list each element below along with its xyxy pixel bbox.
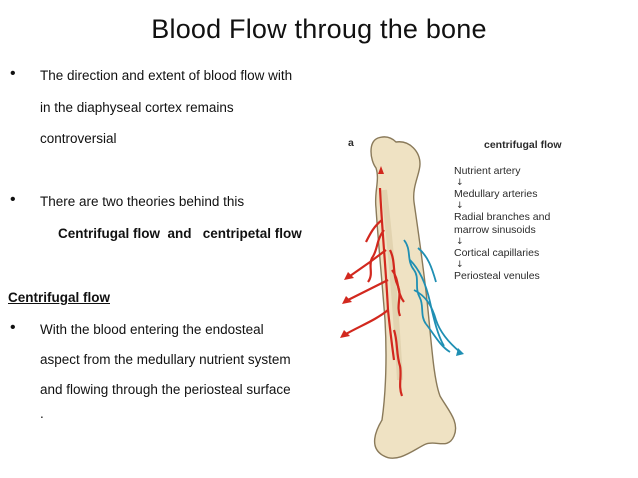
bullet1-line2: in the diaphyseal cortex remains	[40, 100, 234, 115]
label-medullary-arteries: Medullary arteries	[454, 188, 537, 200]
label-periosteal-venules: Periosteal venules	[454, 270, 540, 282]
artery-arrowheads	[340, 166, 384, 338]
bone-illustration: a centrifugal flow Nutrient artery ↓ Med…	[340, 136, 562, 459]
bone-blood-flow-figure: a centrifugal flow Nutrient artery ↓ Med…	[340, 130, 600, 470]
bullet1-line3: controversial	[40, 131, 117, 146]
bullet-dot: •	[10, 319, 16, 336]
panel-letter: a	[348, 137, 354, 149]
theories-line: Centrifugal flow and centripetal flow	[58, 226, 302, 241]
bullet3-line4: .	[40, 406, 44, 421]
down-arrow-icon: ↓	[456, 178, 464, 188]
bullet3-line3: and flowing through the periosteal surfa…	[40, 382, 291, 397]
label-cortical-capillaries: Cortical capillaries	[454, 247, 539, 259]
bullet-dot: •	[10, 65, 16, 82]
bullet3-line2: aspect from the medullary nutrient syste…	[40, 352, 291, 367]
vein-network	[403, 239, 461, 353]
bullet3-line1: With the blood entering the endosteal	[40, 322, 264, 337]
down-arrow-icon: ↓	[456, 237, 464, 247]
figure-heading: centrifugal flow	[484, 139, 562, 151]
bullet1-line1: The direction and extent of blood flow w…	[40, 68, 293, 83]
slide-title: Blood Flow throug the bone	[151, 14, 487, 44]
section-heading: Centrifugal flow	[8, 290, 110, 305]
bullet-dot: •	[10, 191, 16, 208]
label-radial-branches: Radial branches and	[454, 211, 550, 223]
label-nutrient-artery: Nutrient artery	[454, 165, 521, 177]
artery-network	[345, 187, 405, 397]
label-marrow-sinusoids: marrow sinusoids	[454, 224, 536, 236]
femur-shape	[370, 136, 457, 459]
bullet2-text: There are two theories behind this	[40, 194, 245, 209]
down-arrow-icon: ↓	[456, 260, 464, 270]
down-arrow-icon: ↓	[456, 201, 464, 211]
